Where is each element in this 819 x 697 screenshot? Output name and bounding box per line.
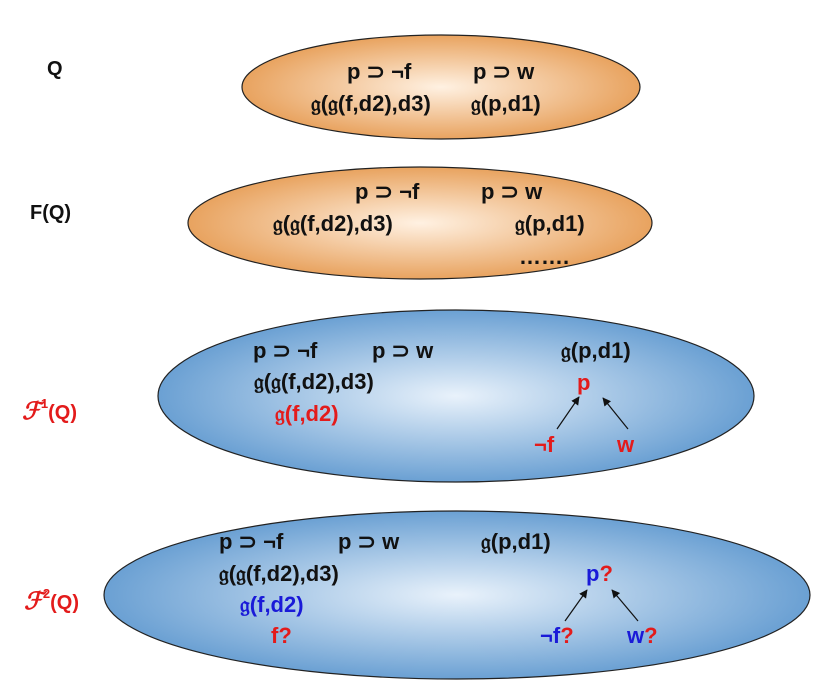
term-g-p-d1: 𝔤(p,d1) bbox=[561, 338, 631, 363]
tree-arrow-right bbox=[602, 397, 629, 430]
term-g-p-d1: 𝔤(p,d1) bbox=[481, 529, 551, 554]
tree-leaf-not-f-question: ¬f? bbox=[540, 623, 574, 648]
tree-leaf-w: w bbox=[616, 432, 635, 457]
tree-root-p-question: p? bbox=[586, 561, 613, 586]
formula-p-implies-not-f: p ⊃ ¬f bbox=[355, 179, 420, 204]
level-f1q-label: ℱ1(Q) bbox=[22, 396, 77, 425]
level-fq-label: F(Q) bbox=[30, 202, 71, 224]
derived-term-g-f-d2: 𝔤(f,d2) bbox=[240, 592, 304, 617]
term-g-g-f-d2-d3: 𝔤(𝔤(f,d2),d3) bbox=[254, 369, 374, 394]
term-g-g-f-d2-d3: 𝔤(𝔤(f,d2),d3) bbox=[219, 561, 339, 586]
set-ellipse-f1q bbox=[157, 309, 755, 483]
term-g-p-d1: 𝔤(p,d1) bbox=[471, 91, 541, 116]
term-g-g-f-d2-d3: 𝔤(𝔤(f,d2),d3) bbox=[311, 91, 431, 116]
tree-arrow-right bbox=[611, 589, 639, 622]
level-f1q: ℱ1(Q) p ⊃ ¬f p ⊃ w 𝔤(p,d1) 𝔤(𝔤(f,d2),d3)… bbox=[22, 309, 755, 483]
set-ellipse-q bbox=[241, 34, 641, 140]
formula-p-implies-w: p ⊃ w bbox=[473, 59, 535, 84]
set-ellipse-f2q bbox=[103, 510, 811, 680]
formula-p-implies-not-f: p ⊃ ¬f bbox=[219, 529, 284, 554]
level-q-label: Q bbox=[47, 58, 63, 80]
level-f2q-label: ℱ2(Q) bbox=[24, 586, 79, 615]
tree-leaf-not-f: ¬f bbox=[534, 432, 555, 457]
level-fq: F(Q) p ⊃ ¬f p ⊃ w 𝔤(𝔤(f,d2),d3) 𝔤(p,d1) … bbox=[30, 166, 653, 280]
tree-arrow-left bbox=[556, 396, 580, 430]
formula-p-implies-not-f: p ⊃ ¬f bbox=[253, 338, 318, 363]
term-g-g-f-d2-d3: 𝔤(𝔤(f,d2),d3) bbox=[273, 211, 393, 236]
term-g-p-d1: 𝔤(p,d1) bbox=[515, 211, 585, 236]
level-f2q: ℱ2(Q) p ⊃ ¬f p ⊃ w 𝔤(p,d1) 𝔤(𝔤(f,d2),d3)… bbox=[24, 510, 811, 680]
tree-arrow-left bbox=[564, 589, 588, 622]
tree-root-p: p bbox=[577, 370, 590, 395]
formula-p-implies-w: p ⊃ w bbox=[481, 179, 543, 204]
formula-p-implies-not-f: p ⊃ ¬f bbox=[347, 59, 412, 84]
formula-p-implies-w: p ⊃ w bbox=[338, 529, 400, 554]
tree-leaf-w-question: w? bbox=[626, 623, 658, 648]
question-term-f: f? bbox=[271, 623, 292, 648]
derived-term-g-f-d2: 𝔤(f,d2) bbox=[275, 401, 339, 426]
set-ellipse-fq bbox=[187, 166, 653, 280]
ellipsis-more-terms: ……. bbox=[519, 244, 569, 269]
level-q: Q p ⊃ ¬f p ⊃ w 𝔤(𝔤(f,d2),d3) 𝔤(p,d1) bbox=[47, 34, 641, 140]
formula-p-implies-w: p ⊃ w bbox=[372, 338, 434, 363]
